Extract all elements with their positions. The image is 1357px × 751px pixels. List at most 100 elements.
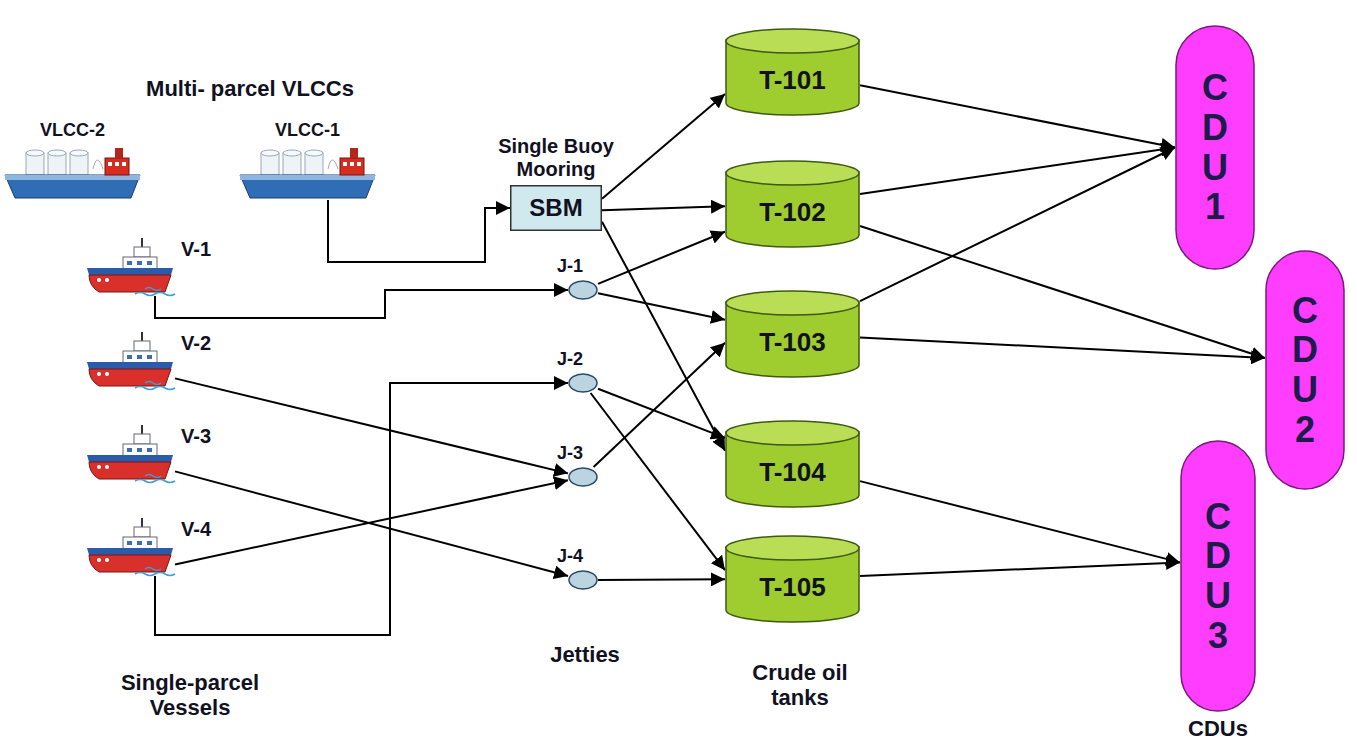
superstructure [105,158,129,175]
porthole [97,558,101,562]
funnel [350,148,358,158]
vlcc-ship-shape [5,145,140,200]
crude-tank: T-101 [725,28,860,116]
flow-arrow [602,206,725,210]
tank-name: T-103 [759,327,826,358]
hull-stripe [240,175,375,180]
window [343,162,347,166]
vessel-ship: V-3 [85,425,175,483]
tank-top [726,536,859,560]
cargo-tank-top [70,150,88,156]
vessel-name: V-4 [181,518,211,541]
water-wave [145,475,161,478]
vessel-name: V-2 [181,332,211,355]
cdu-unit: C D U 2 [1265,250,1345,490]
porthole [105,278,109,282]
crude-tank: T-105 [725,535,860,623]
ship-hull [89,462,171,479]
flow-arrow [591,393,725,570]
window [147,261,152,265]
jetty-node: J-3 [568,467,598,487]
bridge [134,434,150,444]
deck-stripe [87,548,173,555]
jetty-node-shape [568,373,598,393]
jetty-name: J-3 [557,443,583,464]
mooring-box-outline [511,186,602,231]
vlcc-ship: VLCC-1 [240,145,375,200]
cdu-name: C D U 3 [1200,497,1236,655]
flow-arrow [860,562,1180,576]
cargo-tank-top [261,150,279,156]
deck-stripe [87,455,173,462]
cargo-tank-top [305,150,323,156]
tank-name: T-101 [759,65,826,96]
window [147,448,152,452]
jetty-ellipse [569,374,597,392]
vessel-ship: V-4 [85,518,175,576]
window [127,448,132,452]
porthole [105,558,109,562]
window [147,355,152,359]
vlcc-ship-shape [240,145,375,200]
jetty-node: J-4 [568,570,598,590]
vessel-ship-shape [85,238,175,296]
flow-arrow [860,85,1175,147]
window [137,261,142,265]
jetty-node: J-2 [568,373,598,393]
window [127,355,132,359]
cargo-tank-top [283,150,301,156]
cdu-outline [1266,251,1344,489]
flow-arrow [598,389,725,438]
tank-top [726,161,859,185]
cargo-tank-top [26,150,44,156]
mooring-name: SBM [529,194,582,222]
tank-name: T-104 [759,457,826,488]
flow-arrow [598,578,725,581]
porthole [97,278,101,282]
porthole [97,372,101,376]
porthole [97,465,101,469]
window [127,261,132,265]
vessel-name: V-1 [181,238,211,261]
window [137,541,142,545]
flow-arrow [860,481,1180,562]
flow-arrow [328,200,510,262]
deck-stripe [87,268,173,275]
cdu-name: C D U 1 [1197,68,1233,226]
cdu-unit: C D U 1 [1175,25,1255,270]
window [108,162,112,166]
jetty-node-shape [568,280,598,300]
vessel-ship-shape [85,518,175,576]
tank-name: T-102 [759,197,826,228]
jetty-name: J-2 [557,349,583,370]
flow-arrow [175,471,568,576]
cdu-unit: C D U 3 [1180,440,1256,712]
oil-drop-icon [93,160,103,169]
hull-stripe [5,175,140,180]
cargo-tank-top [48,150,66,156]
window [350,162,354,166]
crude-tank: T-103 [725,290,860,378]
tank-top [726,291,859,315]
ship-hull [5,175,140,198]
vlcc-ship: VLCC-2 [5,145,140,200]
jetty-ellipse [569,281,597,299]
group-label: CDUs [1188,716,1248,741]
jetty-node: J-1 [568,280,598,300]
window [357,162,361,166]
group-label: Single-parcel Vessels [98,670,283,721]
flow-arrow [602,94,725,199]
jetty-name: J-4 [557,546,583,567]
tank-name: T-105 [759,572,826,603]
flow-arrow [598,232,725,284]
vessel-ship-shape [85,332,175,390]
ship-hull [240,175,375,198]
cdu-outline [1181,441,1255,711]
mooring-heading: Single Buoy Mooring [471,135,641,181]
jetty-ellipse [569,571,597,589]
bridge [134,341,150,351]
bridge [134,527,150,537]
jetty-ellipse [569,468,597,486]
